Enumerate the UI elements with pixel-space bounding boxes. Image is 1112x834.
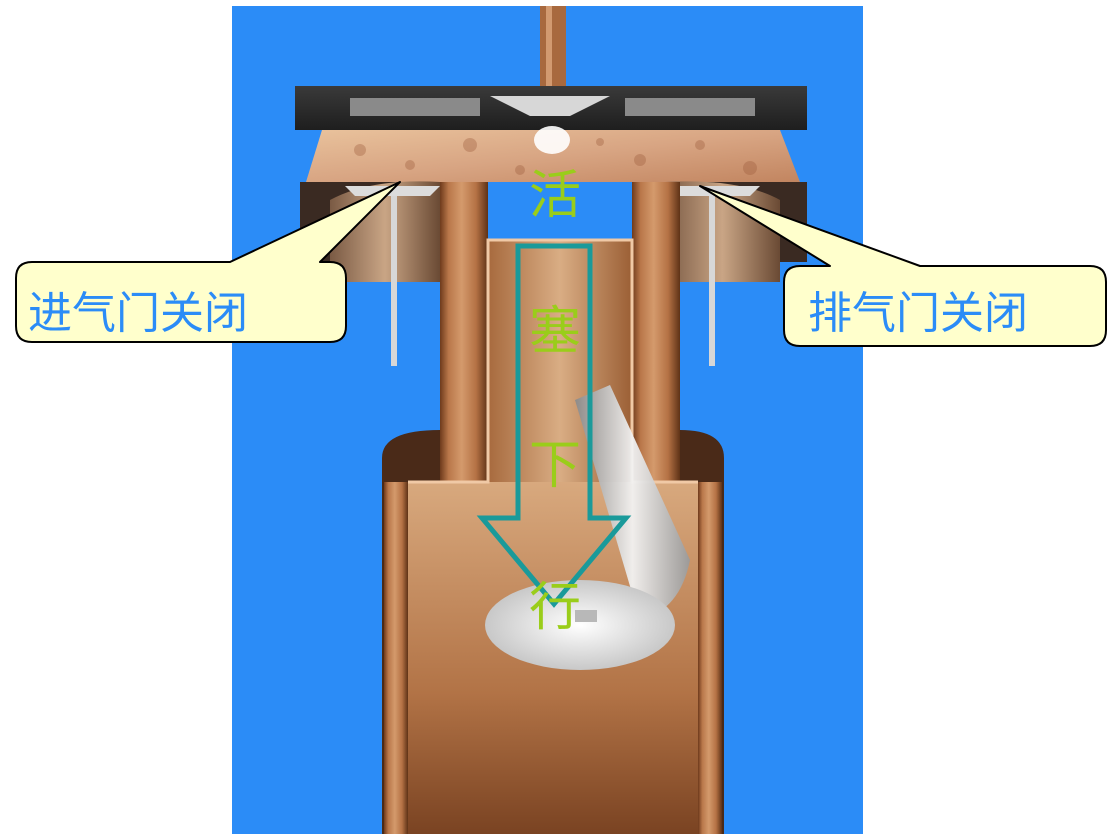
spark-plug-stem	[540, 6, 566, 96]
piston-label-char: 塞	[528, 302, 581, 362]
piston-label-char: 活	[528, 166, 581, 226]
exhaust-valve-closed-label: 排气门关闭	[808, 288, 1028, 339]
crankcase-wall-left	[384, 482, 408, 834]
exhaust-slot	[625, 98, 755, 116]
exhaust-valve-stem	[709, 196, 715, 366]
piston-label-char: 下	[528, 436, 581, 496]
downward-arrow	[476, 243, 632, 608]
exhaust-callout-bubble	[699, 185, 1107, 347]
crankshaft	[485, 580, 675, 670]
spark-plug-tip	[490, 96, 610, 116]
intake-callout-bubble	[15, 181, 401, 343]
cylinder-head	[306, 130, 800, 182]
intake-slot	[350, 98, 480, 116]
cylinder-wall-left	[440, 182, 488, 482]
crankcase-wall-right	[698, 482, 722, 834]
intake-valve-closed-label: 进气门关闭	[28, 288, 248, 339]
intake-valve-stem	[391, 196, 397, 366]
cylinder-wall-right	[632, 182, 680, 482]
connecting-rod	[575, 385, 690, 620]
piston-label-char: 行	[528, 578, 581, 638]
crankcase	[382, 430, 724, 834]
